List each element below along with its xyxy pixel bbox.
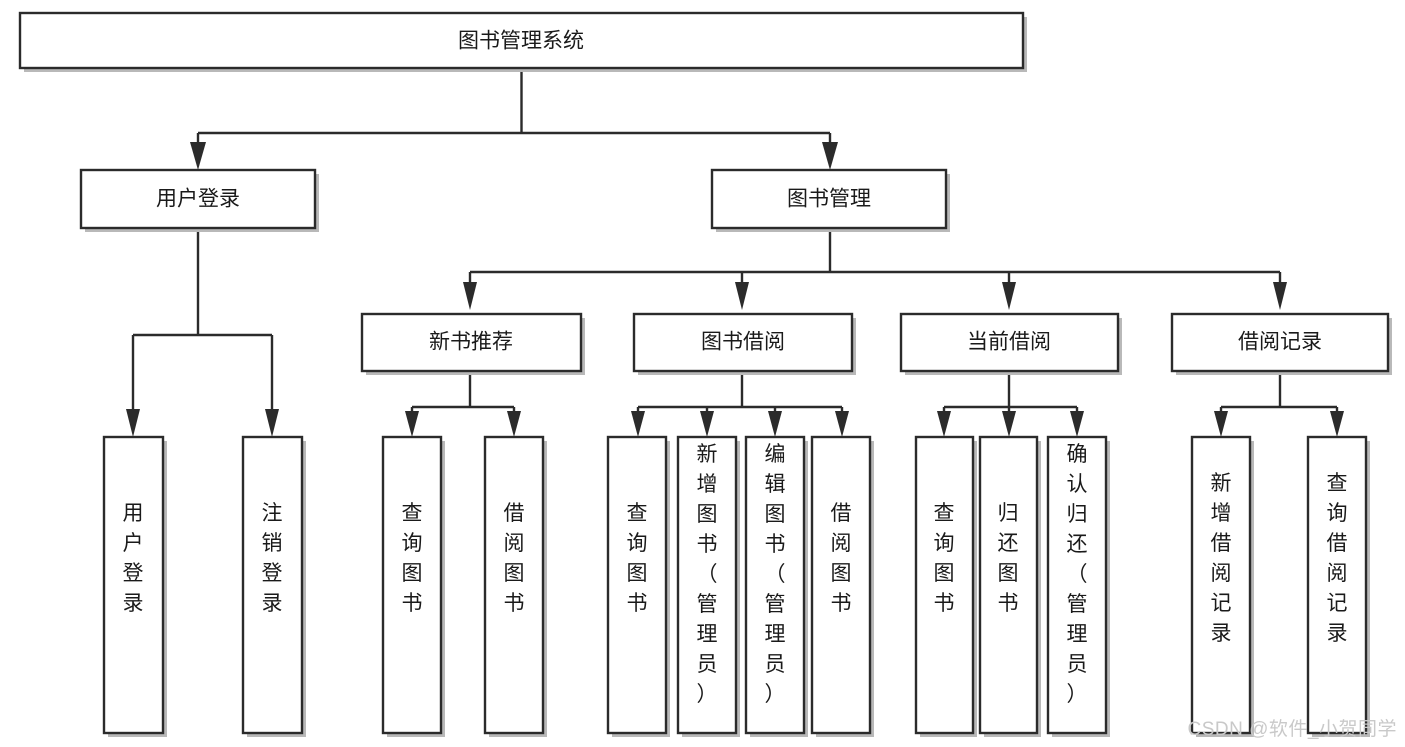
node-root[interactable]: 图书管理系统 bbox=[18, 11, 1027, 72]
node-leaf-user-login-label: 用户登录 bbox=[123, 502, 144, 615]
node-leaf-query-record-label: 查询借阅记录 bbox=[1327, 472, 1348, 645]
node-leaf-edit-book-box bbox=[744, 435, 806, 735]
arrowhead-leaf-confirm-return bbox=[1070, 411, 1084, 437]
arrowhead-leaf-add-book bbox=[700, 411, 714, 437]
node-root-box bbox=[18, 11, 1025, 70]
arrowhead-leaf-query-book-1 bbox=[405, 411, 419, 437]
node-leaf-confirm-return[interactable]: 确认归还（管理员） bbox=[1046, 435, 1110, 737]
node-current-borrow-box bbox=[899, 312, 1120, 373]
arrowhead-book-borrow bbox=[735, 282, 749, 310]
node-user-login-label: 用户登录 bbox=[156, 188, 240, 211]
arrowhead-new-book-rec bbox=[463, 282, 477, 310]
node-leaf-user-login[interactable]: 用户登录 bbox=[102, 435, 167, 737]
node-leaf-borrow-book-1[interactable]: 借阅图书 bbox=[483, 435, 547, 737]
node-root-label: 图书管理系统 bbox=[458, 30, 584, 53]
arrowhead-leaf-add-record bbox=[1214, 411, 1228, 437]
node-leaf-edit-book[interactable]: 编辑图书（管理员） bbox=[744, 435, 808, 737]
node-leaf-query-book-3[interactable]: 查询图书 bbox=[914, 435, 977, 737]
node-leaf-borrow-book-1-box bbox=[483, 435, 545, 735]
node-leaf-user-logout-box bbox=[241, 435, 304, 735]
arrowhead-leaf-query-book-3 bbox=[937, 411, 951, 437]
arrowhead-leaf-query-record bbox=[1330, 411, 1344, 437]
node-leaf-confirm-return-box bbox=[1046, 435, 1108, 735]
node-book-borrow-label: 图书借阅 bbox=[701, 331, 785, 354]
node-leaf-user-login-box bbox=[102, 435, 165, 735]
node-leaf-query-book-1-label: 查询图书 bbox=[402, 502, 423, 615]
arrowhead-leaf-borrow-book-2 bbox=[835, 411, 849, 437]
node-leaf-query-book-3-box bbox=[914, 435, 975, 735]
node-leaf-query-book-1-box bbox=[381, 435, 443, 735]
node-leaf-return-book-box bbox=[978, 435, 1039, 735]
node-book-borrow-box bbox=[632, 312, 854, 373]
node-new-book-rec-box bbox=[360, 312, 583, 373]
node-leaf-query-book-2-box bbox=[606, 435, 668, 735]
node-leaf-add-book-label: 新增图书（管理员） bbox=[697, 443, 718, 706]
node-leaf-query-record[interactable]: 查询借阅记录 bbox=[1306, 435, 1370, 737]
node-leaf-query-book-2-label: 查询图书 bbox=[627, 502, 648, 615]
node-leaf-query-book-2[interactable]: 查询图书 bbox=[606, 435, 670, 737]
node-new-book-rec[interactable]: 新书推荐 bbox=[360, 312, 585, 375]
node-current-borrow-label: 当前借阅 bbox=[967, 331, 1051, 354]
arrowhead-leaf-user-logout bbox=[265, 409, 279, 437]
arrowhead-borrow-record bbox=[1273, 282, 1287, 310]
arrowhead-leaf-edit-book bbox=[768, 411, 782, 437]
csdn-watermark: CSDN @软件_小贺同学 bbox=[1187, 719, 1397, 740]
node-new-book-rec-label: 新书推荐 bbox=[429, 331, 513, 354]
node-leaf-user-logout[interactable]: 注销登录 bbox=[241, 435, 306, 737]
node-borrow-record[interactable]: 借阅记录 bbox=[1170, 312, 1392, 375]
node-leaf-edit-book-label: 编辑图书（管理员） bbox=[765, 443, 786, 706]
node-book-borrow[interactable]: 图书借阅 bbox=[632, 312, 856, 375]
arrowhead-leaf-query-book-2 bbox=[631, 411, 645, 437]
node-book-manage-label: 图书管理 bbox=[787, 188, 871, 211]
arrowhead-leaf-borrow-book-1 bbox=[507, 411, 521, 437]
node-leaf-borrow-book-2-label: 借阅图书 bbox=[831, 502, 852, 615]
node-leaf-borrow-book-2[interactable]: 借阅图书 bbox=[810, 435, 874, 737]
node-leaf-return-book-label: 归还图书 bbox=[998, 502, 1019, 615]
node-borrow-record-label: 借阅记录 bbox=[1238, 331, 1322, 354]
node-leaf-query-record-box bbox=[1306, 435, 1368, 735]
node-leaf-add-book-box bbox=[676, 435, 738, 735]
node-user-login[interactable]: 用户登录 bbox=[79, 168, 319, 232]
node-leaf-query-book-3-label: 查询图书 bbox=[934, 502, 955, 615]
arrowhead-current-borrow bbox=[1002, 282, 1016, 310]
node-user-login-box bbox=[79, 168, 317, 230]
node-leaf-borrow-book-1-label: 借阅图书 bbox=[504, 502, 525, 615]
node-leaf-return-book[interactable]: 归还图书 bbox=[978, 435, 1041, 737]
node-leaf-add-record[interactable]: 新增借阅记录 bbox=[1190, 435, 1254, 737]
edges-layer bbox=[126, 68, 1344, 437]
arrowhead-user-login bbox=[190, 142, 206, 170]
node-borrow-record-box bbox=[1170, 312, 1390, 373]
node-leaf-query-book-1[interactable]: 查询图书 bbox=[381, 435, 445, 737]
arrowhead-leaf-user-login bbox=[126, 409, 140, 437]
node-leaf-add-record-label: 新增借阅记录 bbox=[1211, 472, 1232, 645]
arrowhead-leaf-return-book bbox=[1002, 411, 1016, 437]
node-book-manage-box bbox=[710, 168, 948, 230]
node-book-manage[interactable]: 图书管理 bbox=[710, 168, 950, 232]
node-leaf-add-book[interactable]: 新增图书（管理员） bbox=[676, 435, 740, 737]
node-leaf-confirm-return-label: 确认归还（管理员） bbox=[1067, 443, 1088, 706]
node-leaf-borrow-book-2-box bbox=[810, 435, 872, 735]
node-leaf-user-logout-label: 注销登录 bbox=[262, 502, 283, 615]
node-leaf-add-record-box bbox=[1190, 435, 1252, 735]
arrowhead-book-manage bbox=[822, 142, 838, 170]
node-current-borrow[interactable]: 当前借阅 bbox=[899, 312, 1122, 375]
